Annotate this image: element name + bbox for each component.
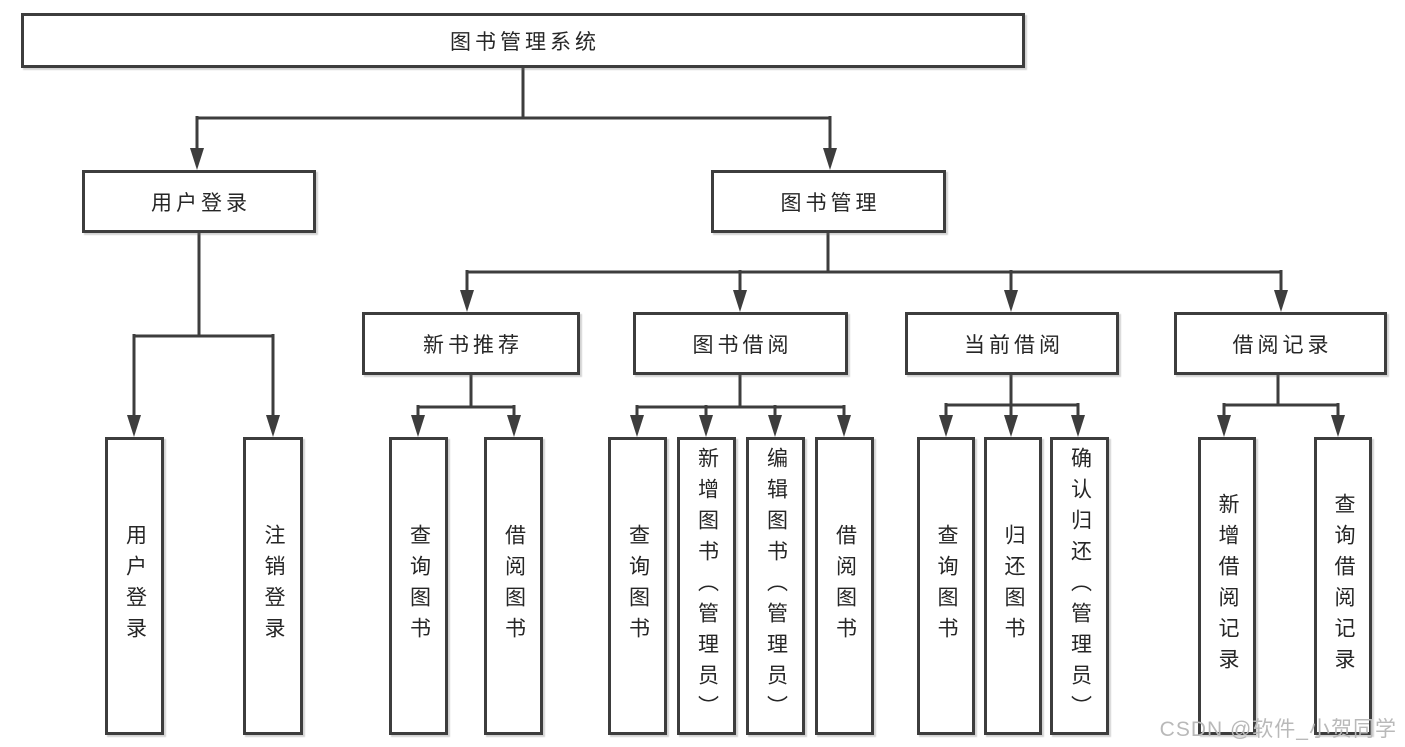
node-borrowing-records-label: 借阅记录 [1232,333,1333,357]
leaf-add-book-admin: 新增图书（管理员） [677,437,736,735]
node-book-borrowing-label: 图书借阅 [692,333,793,357]
leaf-query-books-current-label: 查询图书 [935,524,958,648]
leaf-query-books-borrowing-label: 查询图书 [626,524,650,648]
leaf-add-borrow-record-label: 新增借阅记录 [1216,493,1239,679]
leaf-logout-label: 注销登录 [262,524,285,648]
node-current-borrowing-label: 当前借阅 [964,333,1064,357]
leaf-query-books-borrowing: 查询图书 [608,437,667,735]
node-root: 图书管理系统 [21,13,1025,68]
leaf-query-borrow-record: 查询借阅记录 [1314,437,1372,735]
node-book-management: 图书管理 [711,170,946,233]
node-book-borrowing: 图书借阅 [633,312,848,375]
leaf-confirm-return-admin-label: 确认归还（管理员） [1068,446,1092,726]
leaf-add-borrow-record: 新增借阅记录 [1198,437,1256,735]
leaf-query-borrow-record-label: 查询借阅记录 [1332,493,1355,679]
node-current-borrowing: 当前借阅 [905,312,1119,375]
leaf-user-login-label: 用户登录 [123,524,147,648]
leaf-borrow-books-borrowing-label: 借阅图书 [833,524,857,648]
leaf-edit-book-admin: 编辑图书（管理员） [746,437,805,735]
leaf-query-books-current: 查询图书 [917,437,975,735]
arrowhead-icons [127,148,1345,437]
leaf-query-books-recommend-label: 查询图书 [407,524,431,648]
node-root-label: 图书管理系统 [450,30,600,54]
node-new-book-recommend-label: 新书推荐 [423,333,523,357]
leaf-add-book-admin-label: 新增图书（管理员） [695,446,719,726]
leaf-user-login: 用户登录 [105,437,164,735]
leaf-borrow-books-recommend-label: 借阅图书 [502,524,526,648]
leaf-borrow-books-borrowing: 借阅图书 [815,437,874,735]
node-user-login: 用户登录 [82,170,316,233]
leaf-logout: 注销登录 [243,437,303,735]
leaf-return-book-label: 归还图书 [1002,524,1025,648]
leaf-borrow-books-recommend: 借阅图书 [484,437,543,735]
leaf-return-book: 归还图书 [984,437,1042,735]
leaf-confirm-return-admin: 确认归还（管理员） [1050,437,1109,735]
node-new-book-recommend: 新书推荐 [362,312,580,375]
leaf-edit-book-admin-label: 编辑图书（管理员） [764,446,788,726]
node-borrowing-records: 借阅记录 [1174,312,1387,375]
leaf-query-books-recommend: 查询图书 [389,437,448,735]
node-user-login-label: 用户登录 [151,191,251,215]
node-book-management-label: 图书管理 [780,191,881,215]
